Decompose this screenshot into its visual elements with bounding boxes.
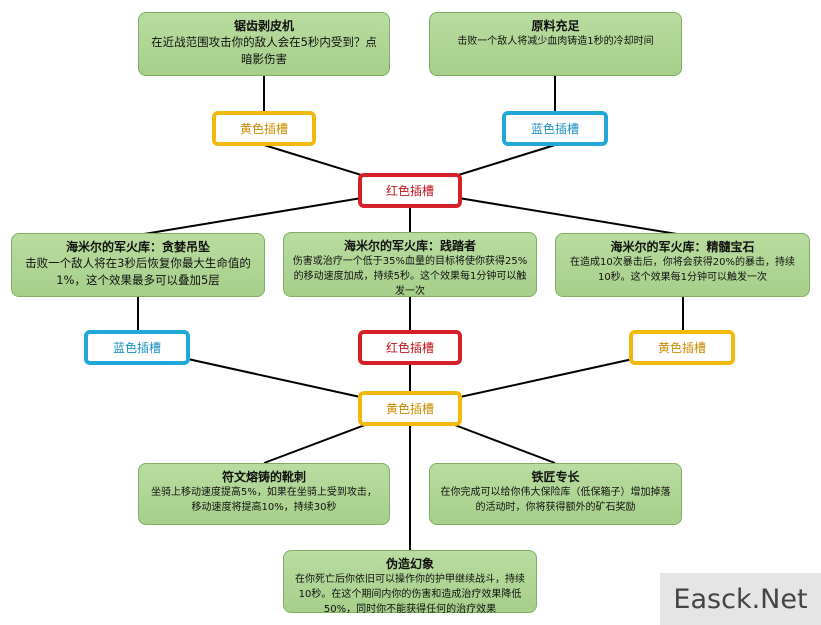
- card-desc: 在造成10次暴击后，你将会获得20%的暴击，持续10秒。这个效果每1分钟可以触发…: [570, 257, 795, 283]
- card-forged-illusion: 伪造幻象 在你死亡后你依旧可以操作你的护甲继续战斗，持续10秒。在这个期间内你的…: [283, 550, 537, 615]
- card-title: 原料充足: [531, 19, 580, 33]
- slot-label: 黄色插槽: [385, 402, 434, 416]
- card-essence-gem: 海米尔的军火库：精髓宝石 在造成10次暴击后，你将会获得20%的暴击，持续10秒…: [555, 233, 810, 297]
- card-title: 海米尔的军火库：精髓宝石: [610, 240, 755, 254]
- blue-slot-top-right: 蓝色插槽: [502, 111, 608, 146]
- card-title: 铁匠专长: [531, 470, 580, 484]
- card-desc: 坐骑上移动速度提高5%，如果在坐骑上受到攻击，移动速度将提高10%，持续30秒: [151, 487, 377, 513]
- card-trampler: 海米尔的军火库：践踏者 伤害或治疗一个低于35%血量的目标将使你获得25%的移动…: [283, 232, 537, 297]
- card-title: 海米尔的军火库：践踏者: [343, 239, 476, 253]
- card-title: 海米尔的军火库：贪婪吊坠: [65, 240, 210, 254]
- card-desc: 伤害或治疗一个低于35%血量的目标将使你获得25%的移动速度加成，持续5秒。这个…: [292, 256, 528, 297]
- slot-label: 黄色插槽: [239, 122, 288, 136]
- slot-label: 红色插槽: [385, 341, 434, 355]
- card-desc: 在近战范围攻击你的敌人会在5秒内受到？点暗影伤害: [151, 35, 377, 66]
- card-raw-material: 原料充足 击败一个敌人将减少血肉铸造1秒的冷却时间: [429, 12, 682, 76]
- card-desc: 击败一个敌人将减少血肉铸造1秒的冷却时间: [457, 36, 654, 47]
- card-blacksmith: 铁匠专长 在你完成可以给你伟大保险库（低保箱子）增加掉落的活动时，你将获得额外的…: [429, 463, 682, 525]
- card-desc: 击败一个敌人将在3秒后恢复你最大生命值的1%，这个效果最多可以叠加5层: [25, 256, 251, 287]
- yellow-slot-right: 黄色插槽: [629, 330, 735, 365]
- card-title: 符文熔铸的靴刺: [221, 470, 306, 484]
- watermark: Easck.Net: [660, 573, 821, 625]
- red-slot-center-top: 红色插槽: [358, 173, 462, 208]
- slot-label: 黄色插槽: [657, 341, 706, 355]
- red-slot-middle: 红色插槽: [358, 330, 462, 365]
- card-title: 锯齿剥皮机: [233, 19, 294, 33]
- card-desc: 在你死亡后你依旧可以操作你的护甲继续战斗，持续10秒。在这个期间内你的伤害和造成…: [295, 574, 525, 615]
- card-title: 伪造幻象: [385, 557, 434, 571]
- slot-label: 蓝色插槽: [530, 122, 579, 136]
- yellow-slot-center-bottom: 黄色插槽: [358, 391, 462, 426]
- slot-label: 蓝色插槽: [112, 341, 161, 355]
- slot-label: 红色插槽: [385, 184, 434, 198]
- card-rune-spurs: 符文熔铸的靴刺 坐骑上移动速度提高5%，如果在坐骑上受到攻击，移动速度将提高10…: [138, 463, 390, 525]
- card-sawtooth: 锯齿剥皮机 在近战范围攻击你的敌人会在5秒内受到？点暗影伤害: [138, 12, 390, 76]
- yellow-slot-top-left: 黄色插槽: [212, 111, 316, 146]
- blue-slot-left: 蓝色插槽: [84, 330, 190, 365]
- card-desc: 在你完成可以给你伟大保险库（低保箱子）增加掉落的活动时，你将获得额外的矿石奖励: [440, 487, 671, 513]
- card-greed-pendant: 海米尔的军火库：贪婪吊坠 击败一个敌人将在3秒后恢复你最大生命值的1%，这个效果…: [11, 233, 265, 297]
